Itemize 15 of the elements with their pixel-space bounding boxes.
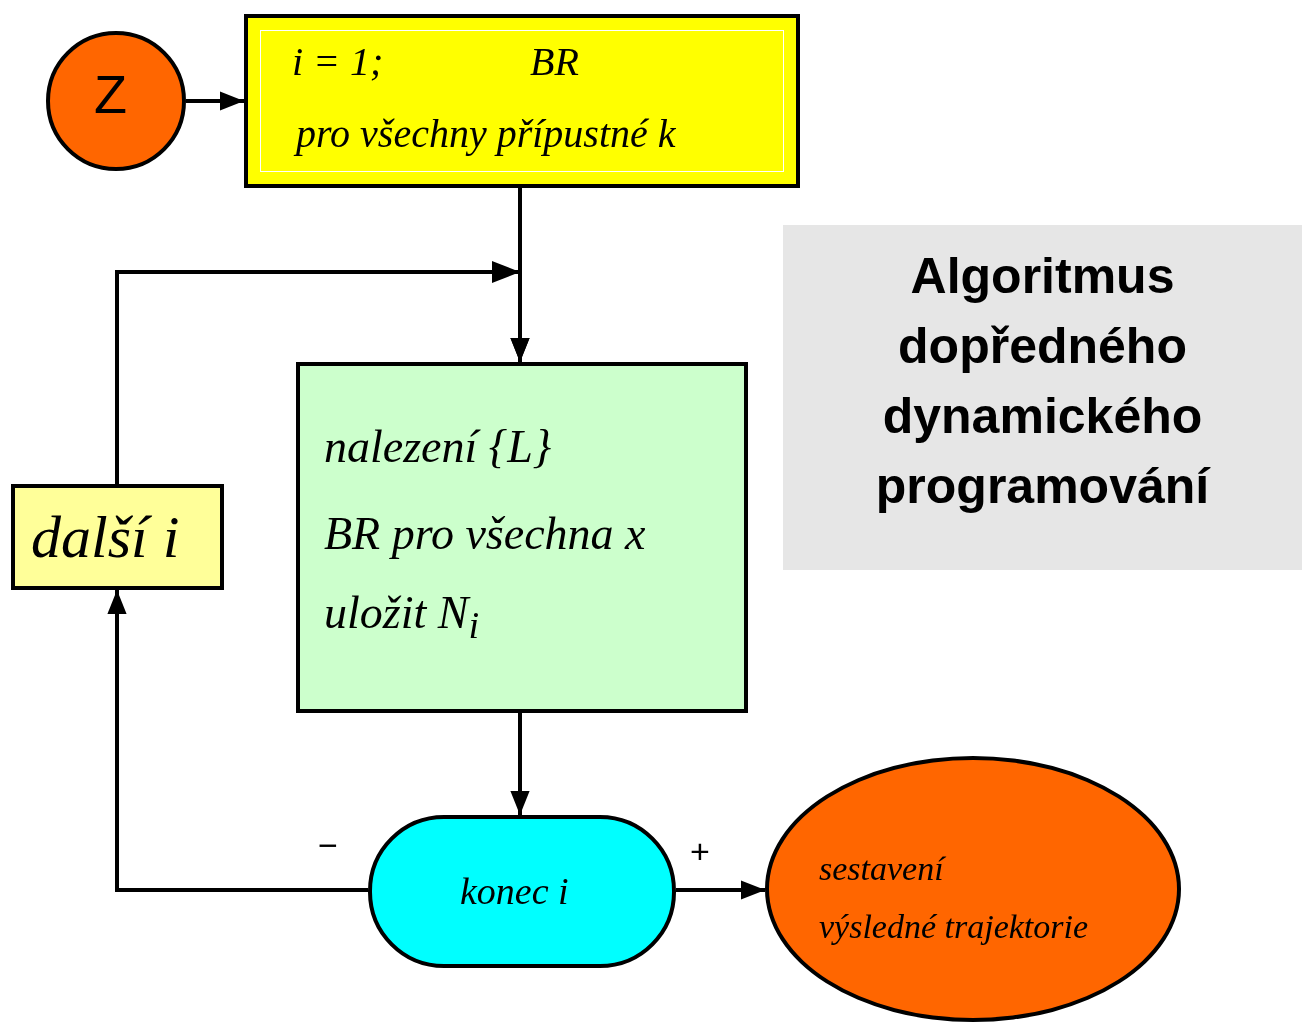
process-box — [11, 484, 224, 590]
node-label: Z — [94, 65, 127, 125]
process-box — [296, 362, 748, 713]
process-text: i = 1; — [292, 40, 384, 84]
ellipse-text: sestavení — [819, 850, 944, 888]
process-text: BR pro všechna x — [324, 509, 646, 560]
terminal-text: konec i — [460, 871, 569, 913]
process-text: uložit N$_{i}$ — [324, 588, 480, 647]
process-text: další i — [31, 504, 180, 570]
ellipse-text: výsledné trajektorie — [819, 908, 1089, 946]
process-text: nalezení {L} — [324, 422, 552, 473]
process-text: BR — [530, 40, 579, 84]
title-panel — [783, 225, 1302, 570]
title-text: Algoritmus dopředného dynamického programování — [874, 247, 1212, 516]
process-box — [244, 14, 800, 188]
